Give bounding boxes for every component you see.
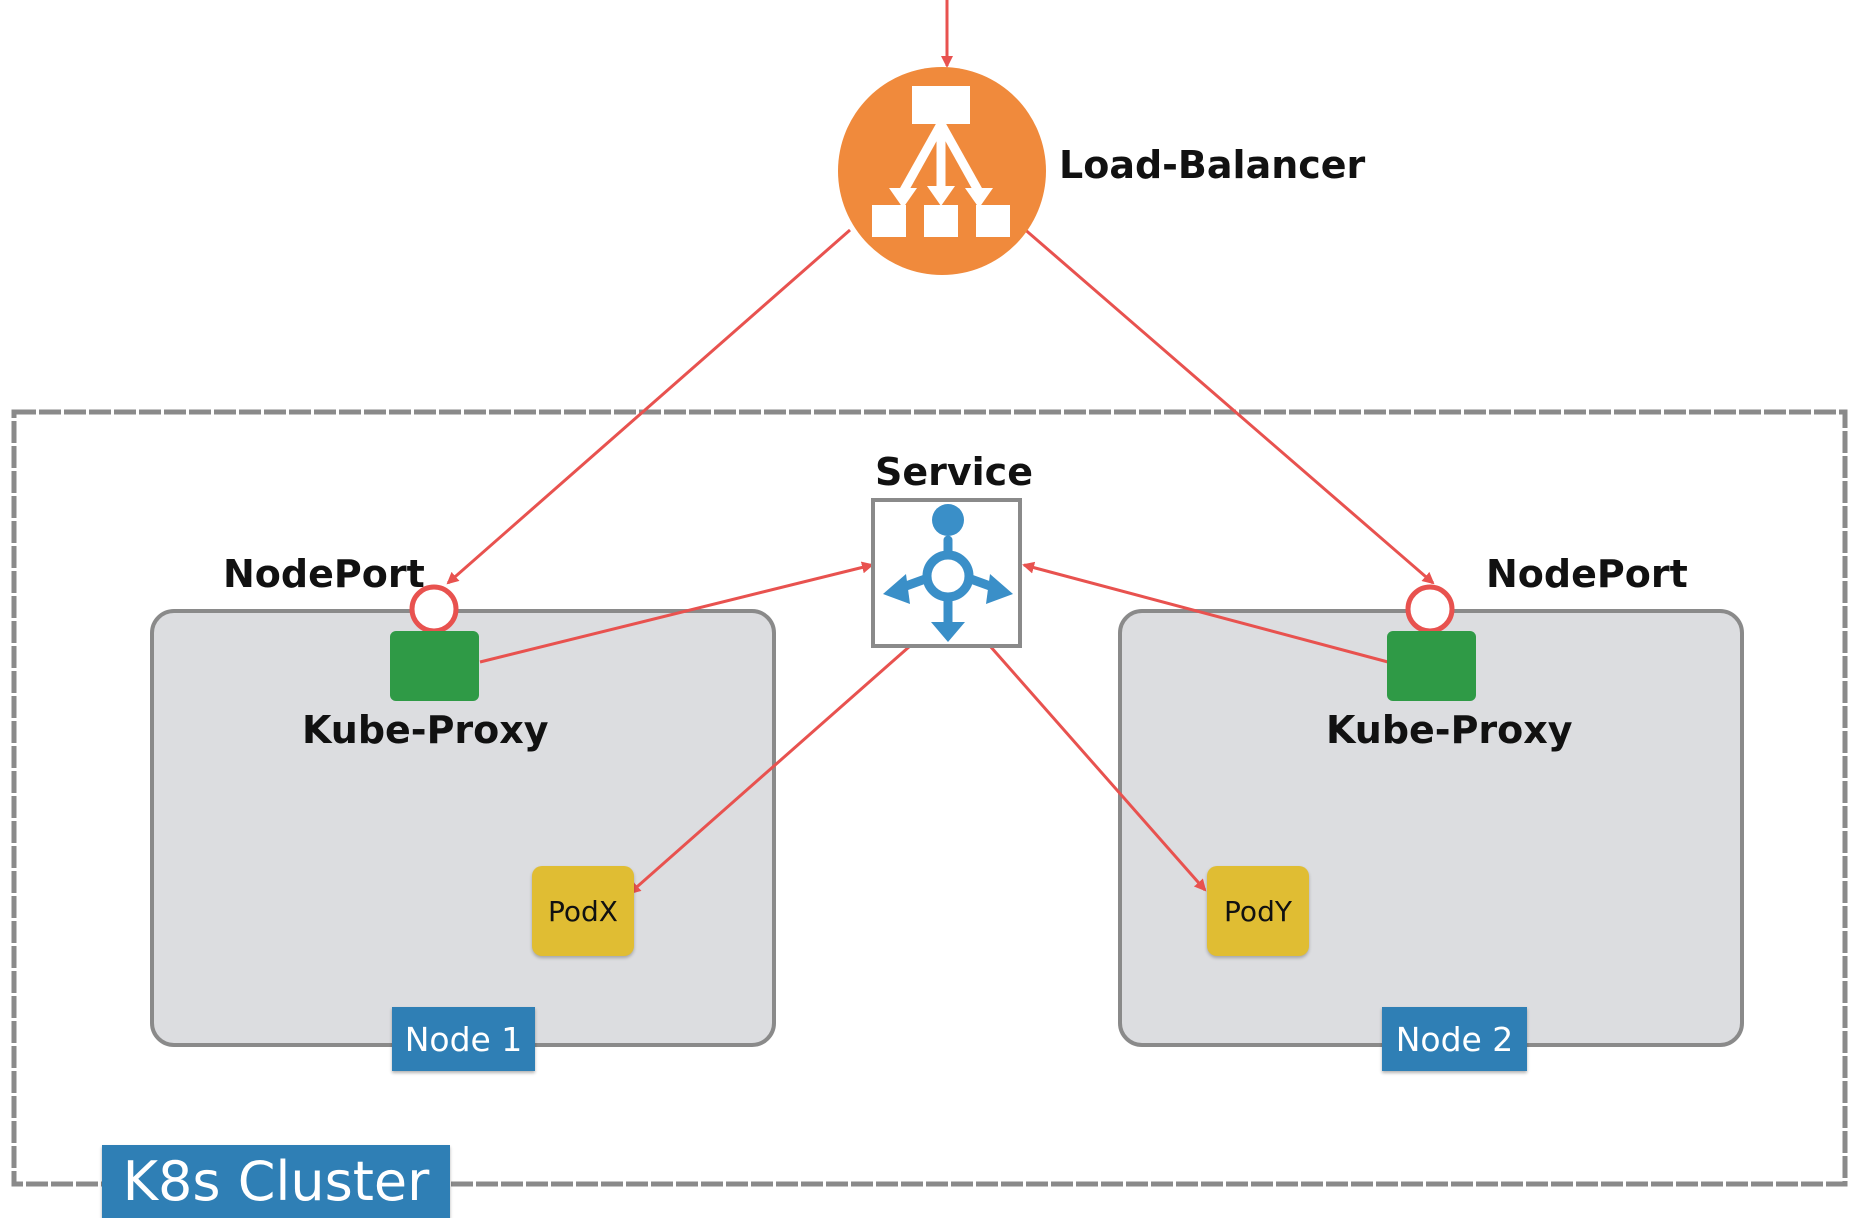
nodeport-1-label: NodePort bbox=[223, 552, 425, 596]
load-balancer-icon bbox=[838, 67, 1046, 275]
service-icon bbox=[871, 498, 1022, 648]
arrow-proxy-2-to-service bbox=[1022, 561, 1389, 664]
arrow-lb-to-nodeport-2 bbox=[1021, 225, 1435, 585]
arrow-service-to-podx bbox=[628, 644, 911, 895]
kube-proxy-1-label: Kube-Proxy bbox=[302, 708, 549, 752]
service-label: Service bbox=[875, 450, 1033, 494]
arrow-service-to-pody bbox=[988, 645, 1207, 892]
cluster-boundary bbox=[11, 409, 1848, 1187]
pod-x: PodX bbox=[532, 866, 634, 956]
arrows bbox=[446, 0, 1435, 895]
kube-proxy-2-label: Kube-Proxy bbox=[1326, 708, 1573, 752]
load-balancer-label: Load-Balancer bbox=[1059, 143, 1366, 187]
nodeport-2-label: NodePort bbox=[1486, 552, 1688, 596]
nodeport-2-icon bbox=[1405, 584, 1455, 634]
cluster-tag: K8s Cluster bbox=[102, 1145, 450, 1218]
node-1-tag: Node 1 bbox=[392, 1007, 535, 1071]
arrow-lb-to-nodeport-1 bbox=[446, 228, 851, 585]
kube-proxy-2-icon bbox=[1387, 631, 1476, 701]
node-2-tag: Node 2 bbox=[1382, 1007, 1527, 1071]
kube-proxy-1-icon bbox=[390, 631, 479, 701]
arrow-proxy-1-to-service bbox=[479, 561, 874, 664]
pod-y: PodY bbox=[1207, 866, 1309, 956]
